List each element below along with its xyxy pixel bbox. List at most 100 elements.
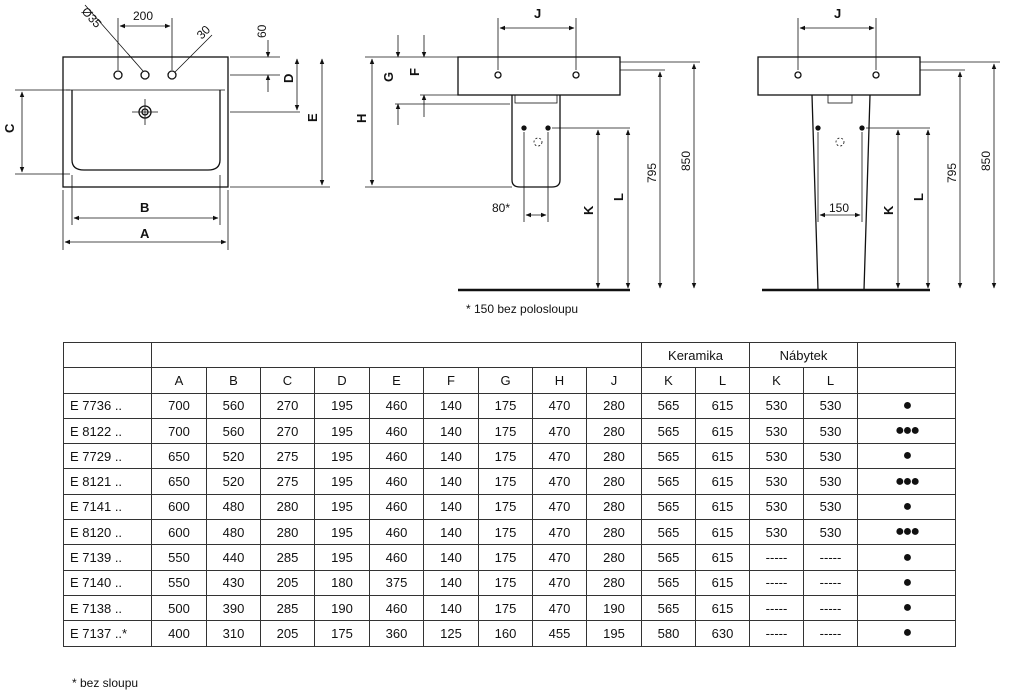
dimension-value: 190 xyxy=(586,594,642,622)
dimension-value: 205 xyxy=(260,569,315,596)
dimension-value: 175 xyxy=(478,594,533,622)
dimension-value: 565 xyxy=(641,594,696,622)
column-header: L xyxy=(803,367,858,394)
tap-hole-marker: ●●● xyxy=(895,523,920,541)
dimension-value: 280 xyxy=(260,493,315,521)
dimension-value: 470 xyxy=(532,544,587,571)
dimension-value: 615 xyxy=(695,594,750,622)
dimension-value: 175 xyxy=(478,443,533,470)
dimension-value: 280 xyxy=(586,417,642,445)
dimension-value: 140 xyxy=(423,468,479,495)
tap-hole-marker: ●●● xyxy=(895,472,920,490)
dimension-value: ----- xyxy=(803,569,858,596)
dimension-value: 460 xyxy=(369,443,424,470)
dim-label-B: B xyxy=(140,200,149,215)
dimension-value: 440 xyxy=(206,544,261,571)
dimension-value: 140 xyxy=(423,443,479,470)
dimension-value: 280 xyxy=(586,519,642,546)
dimension-value: 530 xyxy=(749,443,804,470)
dimension-value: 195 xyxy=(314,443,370,470)
dimension-value: 205 xyxy=(260,620,315,647)
dimension-value: 615 xyxy=(695,544,750,571)
dimension-value: 530 xyxy=(749,493,804,521)
model-code: E 7141 .. xyxy=(63,493,152,521)
dimension-value: 195 xyxy=(314,468,370,495)
dimension-value: 195 xyxy=(586,620,642,647)
dim-label-L-front: L xyxy=(911,193,926,201)
group-nabytek: Nábytek xyxy=(749,341,858,369)
tap-hole-marker: ● xyxy=(902,573,913,591)
dimension-value: 470 xyxy=(532,519,587,546)
dimension-value: 580 xyxy=(641,620,696,647)
column-header: K xyxy=(641,367,696,394)
dimension-value: 460 xyxy=(369,417,424,445)
dimension-value: 650 xyxy=(151,468,207,495)
dimension-value: 530 xyxy=(803,468,858,495)
model-code: E 7137 ..* xyxy=(63,620,152,647)
model-code: E 7140 .. xyxy=(63,569,152,596)
blank-cell xyxy=(151,341,642,369)
dimension-value: 270 xyxy=(260,417,315,445)
tap-hole-marker: ● xyxy=(902,497,913,515)
dim-795-side: 795 xyxy=(645,163,659,183)
dimension-value: 190 xyxy=(314,594,370,622)
dimension-value: 470 xyxy=(532,493,587,521)
dimension-value: 455 xyxy=(532,620,587,647)
dim-label-A: A xyxy=(140,226,150,241)
dimension-value: 360 xyxy=(369,620,424,647)
dimension-value: 530 xyxy=(749,468,804,495)
dimension-value: 530 xyxy=(749,392,804,419)
dimension-value: 460 xyxy=(369,544,424,571)
technical-drawings: Ø35 200 30 60 D E C B A xyxy=(2,4,1000,292)
column-header: K xyxy=(749,367,804,394)
dim-label-H: H xyxy=(354,114,369,123)
dim-label-C: C xyxy=(2,123,17,133)
column-header: B xyxy=(206,367,261,394)
dimension-value: 280 xyxy=(586,468,642,495)
dimension-value: 280 xyxy=(586,569,642,596)
dimension-value: ----- xyxy=(749,594,804,622)
marker-cell: ●●● xyxy=(857,519,956,546)
dimension-value: 530 xyxy=(803,519,858,546)
dimension-value: 280 xyxy=(260,519,315,546)
tap-hole-marker: ● xyxy=(902,447,913,465)
dimension-value: 615 xyxy=(695,468,750,495)
dimension-value: ----- xyxy=(803,620,858,647)
column-header: J xyxy=(586,367,642,394)
dimension-value: 470 xyxy=(532,594,587,622)
marker-cell: ● xyxy=(857,594,956,622)
dimension-value: 400 xyxy=(151,620,207,647)
dimension-value: 615 xyxy=(695,493,750,521)
dim-150: 150 xyxy=(829,201,849,215)
dimension-value: 195 xyxy=(314,417,370,445)
dimension-value: 140 xyxy=(423,569,479,596)
dimension-value: 565 xyxy=(641,519,696,546)
dimension-value: 530 xyxy=(749,417,804,445)
column-header: E xyxy=(369,367,424,394)
dimension-value: 615 xyxy=(695,569,750,596)
dimension-value: 615 xyxy=(695,392,750,419)
dimension-value: 175 xyxy=(478,544,533,571)
dimension-value: 615 xyxy=(695,443,750,470)
dimension-value: ----- xyxy=(803,594,858,622)
side-view xyxy=(365,18,700,292)
dimension-value: 520 xyxy=(206,468,261,495)
dimension-value: 480 xyxy=(206,519,261,546)
column-header: F xyxy=(423,367,479,394)
dim-80: 80* xyxy=(492,201,510,215)
dimension-value: ----- xyxy=(749,569,804,596)
dimension-value: 480 xyxy=(206,493,261,521)
dimension-value: 460 xyxy=(369,519,424,546)
dimension-value: 550 xyxy=(151,569,207,596)
dimension-value: 195 xyxy=(314,392,370,419)
dimension-value: 615 xyxy=(695,519,750,546)
dim-60: 60 xyxy=(255,24,269,38)
tap-hole-marker: ● xyxy=(902,599,913,617)
